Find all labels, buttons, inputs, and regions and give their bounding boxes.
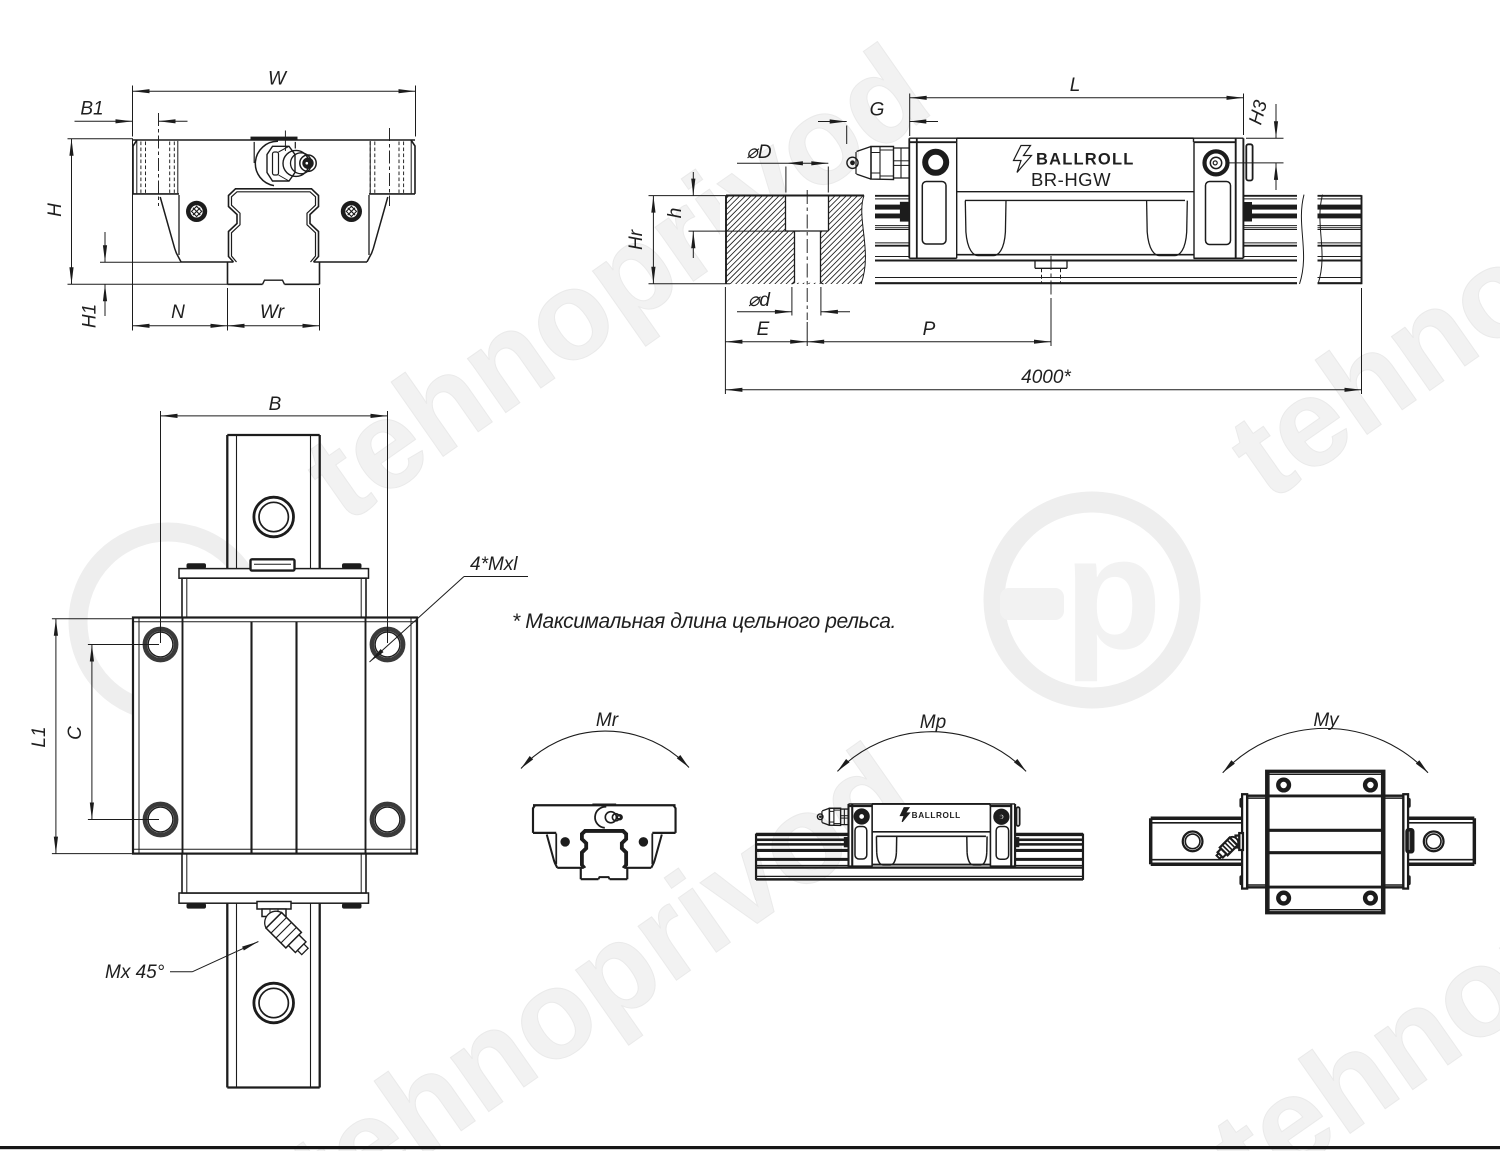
svg-text:H: H xyxy=(45,203,66,217)
svg-text:* Максимальная длина цельного: * Максимальная длина цельного рельса. xyxy=(512,610,896,633)
svg-text:BR-HGW: BR-HGW xyxy=(1031,169,1111,190)
svg-text:Wr: Wr xyxy=(260,302,285,323)
svg-text:C: C xyxy=(65,726,86,740)
svg-text:Mx 45°: Mx 45° xyxy=(105,962,165,983)
svg-text:4000*: 4000* xyxy=(1021,367,1071,388)
svg-text:Mp: Mp xyxy=(920,712,946,733)
svg-text:BALLROLL: BALLROLL xyxy=(912,811,961,820)
svg-text:B: B xyxy=(269,394,282,415)
svg-text:p: p xyxy=(1064,503,1162,682)
svg-text:N: N xyxy=(171,302,185,323)
svg-text:Mr: Mr xyxy=(596,710,619,731)
svg-text:⌀D: ⌀D xyxy=(746,142,771,163)
svg-text:L: L xyxy=(1070,75,1081,96)
svg-text:h: h xyxy=(665,208,686,219)
svg-text:⌀d: ⌀d xyxy=(748,290,771,311)
svg-text:4*Mxl: 4*Mxl xyxy=(470,554,518,575)
svg-text:P: P xyxy=(923,319,936,340)
svg-text:BALLROLL: BALLROLL xyxy=(1036,150,1135,168)
svg-text:Hr: Hr xyxy=(626,229,647,250)
svg-text:B1: B1 xyxy=(80,99,103,120)
svg-text:W: W xyxy=(268,69,288,90)
svg-text:My: My xyxy=(1313,710,1340,731)
svg-text:L1: L1 xyxy=(29,726,50,747)
svg-text:H1: H1 xyxy=(80,304,101,328)
svg-text:E: E xyxy=(757,319,770,340)
svg-text:G: G xyxy=(870,100,885,121)
